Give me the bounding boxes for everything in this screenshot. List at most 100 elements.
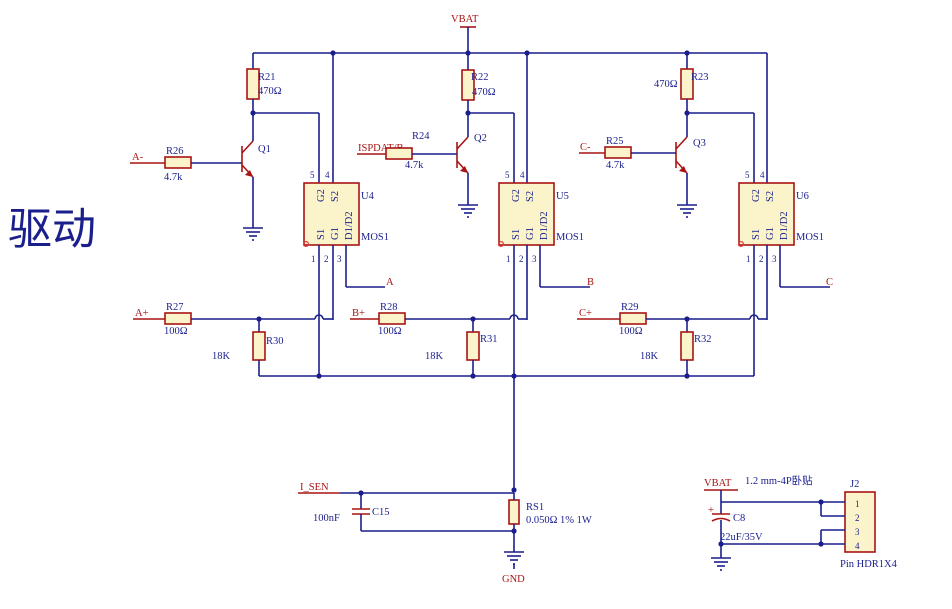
u6-pin2: 2: [759, 254, 764, 264]
u4-pin-names: G2 S2 S1 G1 D1/D2: [316, 189, 355, 240]
u5-ref: U5: [556, 191, 569, 202]
gnd-label: GND: [502, 574, 525, 585]
c15-value: 100nF: [313, 513, 340, 524]
i-sen-net: I_SEN: [300, 482, 329, 493]
a-minus-net: A-: [132, 152, 144, 163]
q2-ref: Q2: [474, 133, 487, 144]
r28-ref: R28: [380, 302, 398, 313]
r27-value: 100Ω: [164, 326, 188, 337]
r24-ref: R24: [412, 131, 430, 142]
u6-pin-names: G2 S2 S1 G1 D1/D2: [751, 189, 790, 240]
svg-text:G1: G1: [330, 227, 341, 240]
r23-value: 470Ω: [654, 79, 678, 90]
r28-value: 100Ω: [378, 326, 402, 337]
out-c-net: C: [826, 277, 833, 288]
vbat-conn-label: VBAT: [704, 478, 732, 489]
j2-pin2: 2: [855, 513, 860, 523]
svg-text:S2: S2: [330, 191, 341, 202]
r31-value: 18K: [425, 351, 444, 362]
j2-type: Pin HDR1X4: [840, 559, 898, 570]
u4-pin2: 2: [324, 254, 329, 264]
r25-value: 4.7k: [606, 160, 625, 171]
r21-ref: R21: [258, 72, 276, 83]
current-sense: I_SEN C15 100nF RS1 0.050Ω 1% 1W GND: [298, 482, 592, 585]
u4-ref: U4: [361, 191, 375, 202]
j2-note: 1.2 mm-4P卧贴: [745, 474, 813, 487]
u4-type: MOS1: [361, 232, 389, 243]
source-bus: [259, 373, 754, 493]
svg-text:D1/D2: D1/D2: [539, 211, 550, 240]
u5-pin-names: G2 S2 S1 G1 D1/D2: [511, 189, 550, 240]
a-plus-net: A+: [135, 308, 149, 319]
gate-input-b: B+ R28 100Ω R31 18K: [350, 302, 527, 376]
u6-pin1: 1: [746, 254, 751, 264]
j2-pin3: 3: [855, 527, 860, 537]
u6-type: MOS1: [796, 232, 824, 243]
svg-text:G2: G2: [511, 189, 522, 202]
u5-body: [498, 182, 555, 246]
r24-value: 4.7k: [405, 160, 424, 171]
r24-resistor: [385, 147, 413, 160]
rs1-ref: RS1: [526, 502, 544, 513]
u5-pin3: 3: [532, 254, 537, 264]
r23-ref: R23: [691, 72, 709, 83]
r21-value: 470Ω: [258, 86, 282, 97]
u5-type: MOS1: [556, 232, 584, 243]
mosfet-u5: 5 4 U5 MOS1 G2 S2 S1 G1 D1/D2 1 2 3 B: [498, 53, 594, 376]
u6-ref: U6: [796, 191, 809, 202]
u5-pin4: 4: [520, 170, 525, 180]
r26-resistor: [164, 156, 192, 169]
svg-text:D1/D2: D1/D2: [344, 211, 355, 240]
out-b-net: B: [587, 277, 594, 288]
r22-value: 470Ω: [472, 87, 496, 98]
c8-ref: C8: [733, 513, 745, 524]
q3-ref: Q3: [693, 138, 706, 149]
r29-value: 100Ω: [619, 326, 643, 337]
vbat-label: VBAT: [451, 14, 479, 25]
r30-value: 18K: [212, 351, 231, 362]
gnd-q2-icon: [458, 204, 478, 218]
u4-pin5: 5: [310, 170, 315, 180]
r28-resistor: [378, 312, 406, 325]
u6-pin4: 4: [760, 170, 765, 180]
gnd-main-icon: [504, 551, 524, 565]
r30-ref: R30: [266, 336, 284, 347]
u6-body: [738, 182, 795, 246]
diagram-title: 驱动: [8, 204, 96, 255]
r32-ref: R32: [694, 334, 712, 345]
phase-a-driver: R21 470Ω Q1 A- R26 4.7k: [130, 53, 320, 241]
r26-value: 4.7k: [164, 172, 183, 183]
gate-input-a: A+ R27 100Ω R30 18K: [133, 302, 333, 376]
ispdat-net: ISPDAT/B: [358, 143, 404, 154]
r30-resistor: [252, 331, 266, 361]
u6-pin5: 5: [745, 170, 750, 180]
mosfet-u6: 5 4 U6 MOS1 G2 S2 S1 G1 D1/D2 1 2 3 C: [737, 53, 833, 376]
r26-ref: R26: [166, 146, 184, 157]
u5-pin5: 5: [505, 170, 510, 180]
svg-text:G2: G2: [751, 189, 762, 202]
c8-value: 22uF/35V: [720, 532, 763, 543]
gnd-q1-icon: [243, 227, 263, 241]
r32-resistor: [680, 331, 694, 361]
c8-plus-sign: +: [708, 505, 714, 516]
svg-text:S1: S1: [511, 229, 522, 240]
svg-text:S1: S1: [316, 229, 327, 240]
rs1-value: 0.050Ω 1% 1W: [526, 515, 592, 526]
rs1-resistor: [508, 499, 520, 525]
u5-pin1: 1: [506, 254, 511, 264]
r22-ref: R22: [471, 72, 489, 83]
svg-text:S2: S2: [765, 191, 776, 202]
r25-ref: R25: [606, 136, 624, 147]
gnd-conn-icon: [711, 557, 731, 571]
r27-ref: R27: [166, 302, 184, 313]
j2-pin4: 4: [855, 541, 860, 551]
r29-ref: R29: [621, 302, 639, 313]
r29-resistor: [619, 312, 647, 325]
r25-resistor: [604, 146, 632, 159]
c-plus-net: C+: [579, 308, 592, 319]
svg-text:G1: G1: [765, 227, 776, 240]
j2-ref: J2: [850, 479, 859, 490]
u4-pin1: 1: [311, 254, 316, 264]
